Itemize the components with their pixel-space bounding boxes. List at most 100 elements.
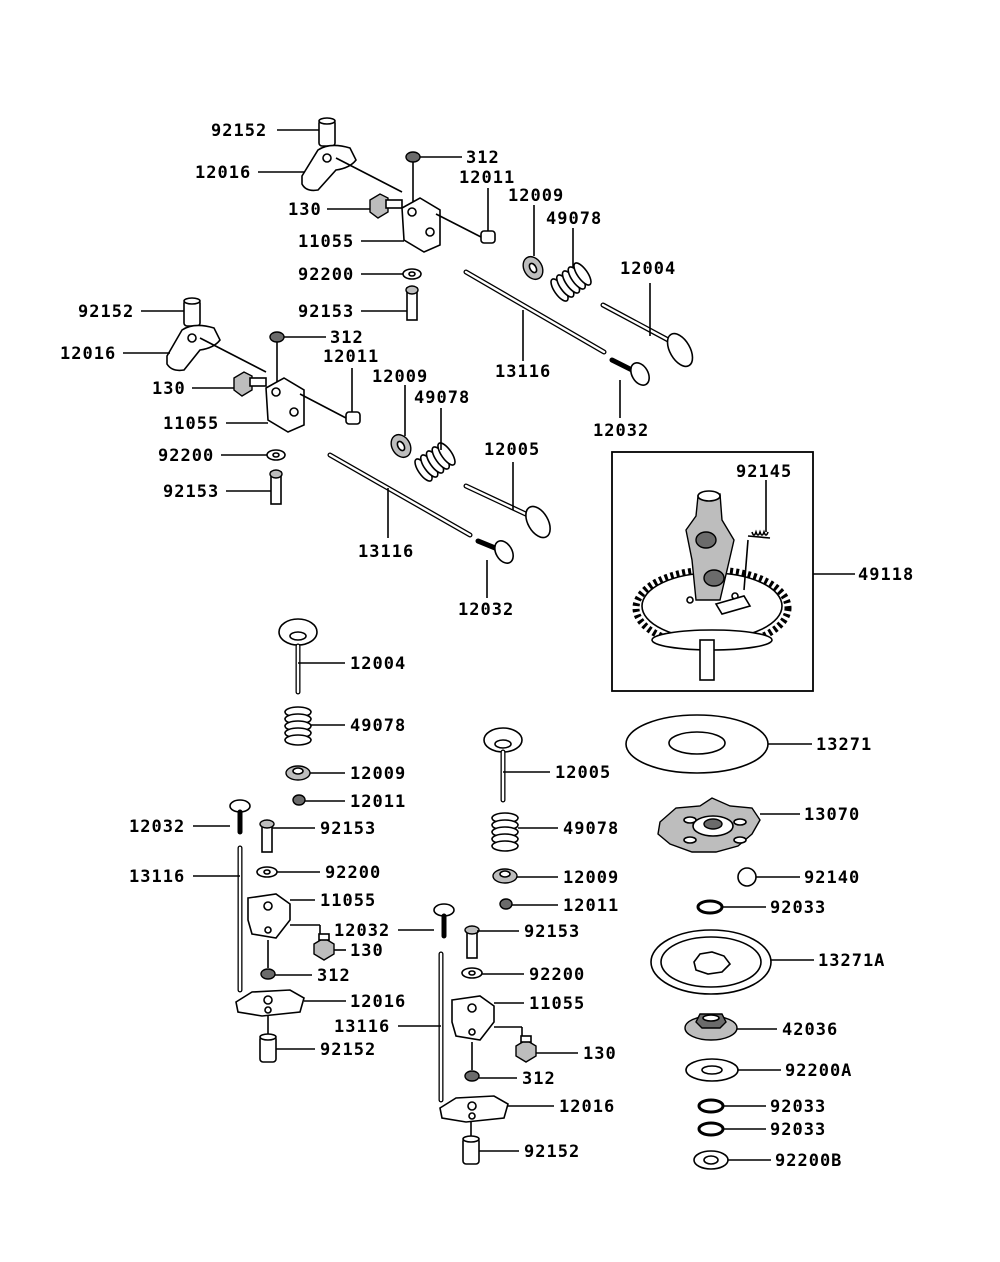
label-92153-mid: 92153 xyxy=(163,482,219,502)
part-12016-top xyxy=(301,144,357,192)
part-12032-mid xyxy=(494,540,514,564)
part-11055-bottom xyxy=(247,893,291,939)
part-130-top xyxy=(369,193,389,219)
label-49118: 49118 xyxy=(858,565,914,585)
label-92033-a: 92033 xyxy=(770,898,826,918)
part-130-bottom xyxy=(313,937,335,961)
label-92152-mid: 92152 xyxy=(78,302,134,322)
label-49078-mid: 49078 xyxy=(414,388,470,408)
label-130-bottom: 130 xyxy=(350,941,384,961)
label-92153-top: 92153 xyxy=(298,302,354,322)
part-12004-top xyxy=(666,332,694,368)
part-130-mid xyxy=(233,371,253,397)
label-13116-mid: 13116 xyxy=(358,542,414,562)
label-12005-mid: 12005 xyxy=(484,440,540,460)
label-92152-bottom-middle: 92152 xyxy=(524,1142,580,1162)
label-92033-c: 92033 xyxy=(770,1120,826,1140)
label-49078-bottom-middle: 49078 xyxy=(563,819,619,839)
part-12011-mid xyxy=(345,411,361,425)
part-11055-bottom-middle xyxy=(451,995,495,1041)
label-11055-bottom: 11055 xyxy=(320,891,376,911)
part-92140 xyxy=(737,867,757,887)
label-12009-mid: 12009 xyxy=(372,367,428,387)
part-92033-c xyxy=(697,1121,725,1137)
label-92140: 92140 xyxy=(804,868,860,888)
label-92200-bottom-middle: 92200 xyxy=(529,965,585,985)
label-92200A: 92200A xyxy=(785,1061,852,1081)
label-92200-mid: 92200 xyxy=(158,446,214,466)
label-312-top: 312 xyxy=(466,148,500,168)
top-rocker-assembly xyxy=(301,117,694,386)
label-12016-top: 12016 xyxy=(195,163,251,183)
camshaft-assembly xyxy=(611,451,855,692)
label-13116-bottom-middle: 13116 xyxy=(334,1017,390,1037)
bottom-middle-exploded xyxy=(433,727,537,1165)
part-11055-mid xyxy=(265,377,305,433)
part-312-bottom xyxy=(260,968,276,980)
label-92200B: 92200B xyxy=(775,1151,842,1171)
label-12011-bottom: 12011 xyxy=(350,792,406,812)
part-49078-top xyxy=(550,262,592,302)
label-12016-mid: 12016 xyxy=(60,344,116,364)
part-12016-mid xyxy=(166,324,221,372)
label-12011-bottom-middle: 12011 xyxy=(563,896,619,916)
label-11055-top: 11055 xyxy=(298,232,354,252)
label-92033-b: 92033 xyxy=(770,1097,826,1117)
part-312-mid xyxy=(269,331,285,343)
part-92145-spring xyxy=(743,529,771,591)
label-49078-bottom: 49078 xyxy=(350,716,406,736)
label-12009-bottom: 12009 xyxy=(350,764,406,784)
part-12032-top xyxy=(630,362,650,386)
governor-parts xyxy=(625,714,772,1170)
label-42036: 42036 xyxy=(782,1020,838,1040)
label-12032-bottom: 12032 xyxy=(129,817,185,837)
label-49078-top: 49078 xyxy=(546,209,602,229)
label-92152-top: 92152 xyxy=(211,121,267,141)
label-11055-bottom-middle: 11055 xyxy=(529,994,585,1014)
label-130-top: 130 xyxy=(288,200,322,220)
label-12032-top: 12032 xyxy=(593,421,649,441)
label-92153-bottom-middle: 92153 xyxy=(524,922,580,942)
label-13116-top: 13116 xyxy=(495,362,551,382)
label-92200-top: 92200 xyxy=(298,265,354,285)
mid-rocker-assembly xyxy=(166,297,551,564)
label-92152-bottom: 92152 xyxy=(320,1040,376,1060)
label-12005-bottom-middle: 12005 xyxy=(555,763,611,783)
label-312-mid: 312 xyxy=(330,328,364,348)
part-12011-top xyxy=(480,230,496,244)
label-12016-bottom: 12016 xyxy=(350,992,406,1012)
leader-lines xyxy=(123,129,814,1161)
label-13116-bottom: 13116 xyxy=(129,867,185,887)
callout-labels: 92152 12016 312 12011 130 12009 49078 11… xyxy=(60,121,914,1171)
label-12032-mid: 12032 xyxy=(458,600,514,620)
part-12005-mid xyxy=(525,505,551,539)
label-12009-top: 12009 xyxy=(508,186,564,206)
part-12011-bottom-middle xyxy=(499,898,513,910)
label-12009-bottom-middle: 12009 xyxy=(563,868,619,888)
label-12011-mid: 12011 xyxy=(323,347,379,367)
label-12016-bottom-middle: 12016 xyxy=(559,1097,615,1117)
label-92200-bottom: 92200 xyxy=(325,863,381,883)
part-92033-a xyxy=(696,899,724,915)
part-312-top xyxy=(405,151,421,163)
part-49078-bottom-middle xyxy=(491,812,519,852)
label-13271A: 13271A xyxy=(818,951,885,971)
label-312-bottom: 312 xyxy=(317,966,351,986)
camshaft-frame xyxy=(611,451,814,692)
label-12004-bottom: 12004 xyxy=(350,654,406,674)
label-12032-bottom-middle: 12032 xyxy=(334,921,390,941)
part-49078-mid xyxy=(414,442,456,482)
part-11055-top xyxy=(401,197,441,253)
bottom-left-exploded xyxy=(229,618,335,1063)
label-312-bottom-middle: 312 xyxy=(522,1069,556,1089)
label-12004-top: 12004 xyxy=(620,259,676,279)
part-49078-bottom xyxy=(284,706,312,746)
label-13070: 13070 xyxy=(804,805,860,825)
label-92153-bottom: 92153 xyxy=(320,819,376,839)
label-13271: 13271 xyxy=(816,735,872,755)
label-130-mid: 130 xyxy=(152,379,186,399)
part-312-bottom-middle xyxy=(464,1070,480,1082)
part-92033-b xyxy=(697,1098,725,1114)
label-130-bottom-middle: 130 xyxy=(583,1044,617,1064)
